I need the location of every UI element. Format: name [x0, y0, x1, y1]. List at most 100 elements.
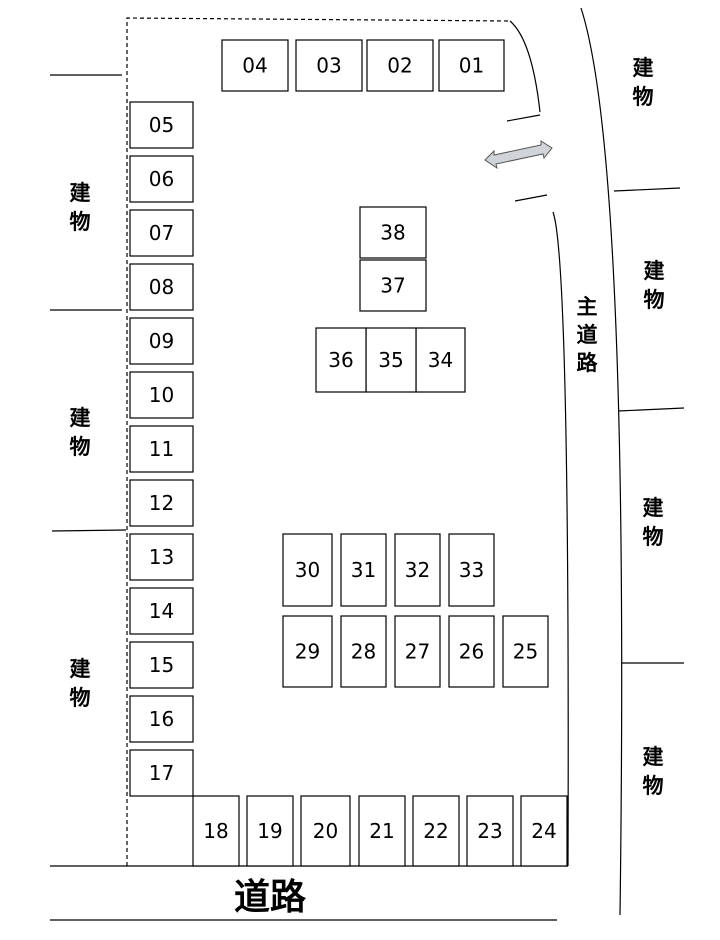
parking-space-box — [129, 479, 194, 527]
lot-boundary-right — [552, 211, 569, 867]
parking-space-35: 35 — [365, 327, 417, 393]
parking-space-17: 17 — [129, 749, 194, 797]
parking-space-07: 07 — [129, 209, 194, 257]
parking-space-box — [415, 327, 466, 393]
parking-space-number: 04 — [242, 54, 267, 78]
parking-space-box — [129, 749, 194, 797]
parking-space-box — [394, 615, 441, 688]
parking-space-09: 09 — [129, 317, 194, 365]
parking-space-box — [359, 259, 427, 312]
parking-space-28: 28 — [340, 615, 387, 688]
parking-space-box — [295, 39, 363, 92]
parking-space-box — [358, 795, 406, 867]
building-left-2: 建 物 — [70, 406, 91, 459]
parking-space-number: 35 — [378, 348, 403, 372]
building-char: 物 — [70, 435, 91, 459]
parking-space-18: 18 — [192, 795, 240, 867]
parking-space-number: 29 — [295, 640, 320, 664]
parking-space-number: 23 — [477, 819, 502, 843]
building-char: 物 — [643, 525, 664, 549]
building-char: 建 — [70, 406, 91, 430]
left-building-divider-3 — [51, 529, 127, 532]
parking-space-number: 21 — [369, 819, 394, 843]
main-road-char: 主 — [577, 295, 598, 319]
building-char: 建 — [70, 181, 91, 205]
parking-space-22: 22 — [412, 795, 460, 867]
parking-space-10: 10 — [129, 371, 194, 419]
parking-space-number: 03 — [316, 54, 341, 78]
parking-space-box — [412, 795, 460, 867]
parking-space-number: 11 — [149, 437, 174, 461]
parking-space-box — [129, 641, 194, 689]
main-road-char: 路 — [577, 351, 599, 375]
parking-space-box — [129, 425, 194, 473]
lot-boundary-curve — [509, 20, 541, 113]
parking-space-02: 02 — [366, 39, 434, 92]
parking-space-box — [502, 615, 549, 688]
parking-space-box — [129, 371, 194, 419]
parking-space-number: 15 — [149, 653, 174, 677]
parking-space-box — [129, 695, 194, 743]
lot-boundary-dashed — [126, 17, 511, 866]
parking-space-number: 10 — [149, 383, 174, 407]
parking-space-box — [340, 615, 387, 688]
parking-space-number: 31 — [351, 558, 376, 582]
parking-space-19: 19 — [246, 795, 294, 867]
parking-space-number: 09 — [149, 329, 174, 353]
entrance-mark-top — [506, 114, 541, 122]
parking-space-box — [366, 39, 434, 92]
parking-space-03: 03 — [295, 39, 363, 92]
building-char: 建 — [633, 56, 654, 80]
parking-space-number: 08 — [149, 275, 174, 299]
parking-space-number: 34 — [428, 348, 453, 372]
building-char: 建 — [643, 745, 664, 769]
parking-space-box — [300, 795, 351, 867]
parking-space-number: 28 — [351, 640, 376, 664]
parking-space-number: 06 — [149, 167, 174, 191]
parking-space-number: 13 — [149, 545, 174, 569]
main-road-label: 主 道 路 — [577, 295, 599, 375]
parking-space-box — [129, 587, 194, 635]
parking-space-number: 25 — [513, 640, 538, 664]
parking-space-box — [282, 615, 333, 688]
parking-space-number: 18 — [203, 819, 228, 843]
building-right-4: 建 物 — [643, 745, 664, 798]
parking-space-25: 25 — [502, 615, 549, 688]
parking-space-04: 04 — [221, 39, 289, 92]
parking-space-38: 38 — [359, 206, 427, 259]
right-building-divider-1 — [613, 187, 681, 192]
parking-space-number: 38 — [380, 221, 405, 245]
parking-space-number: 14 — [149, 599, 174, 623]
main-road-char: 道 — [577, 323, 598, 347]
parking-space-26: 26 — [448, 615, 495, 688]
parking-space-08: 08 — [129, 263, 194, 311]
building-left-1: 建 物 — [70, 181, 91, 234]
parking-space-box — [246, 795, 294, 867]
parking-space-box — [221, 39, 289, 92]
parking-space-33: 33 — [448, 533, 495, 607]
parking-space-24: 24 — [520, 795, 568, 867]
parking-space-number: 27 — [405, 640, 430, 664]
parking-space-box — [448, 615, 495, 688]
building-char: 物 — [70, 210, 91, 234]
parking-space-number: 24 — [531, 819, 556, 843]
parking-space-32: 32 — [394, 533, 441, 607]
entrance-mark-bottom — [514, 194, 548, 202]
parking-space-29: 29 — [282, 615, 333, 688]
building-right-3: 建 物 — [643, 496, 664, 549]
parking-space-23: 23 — [466, 795, 514, 867]
parking-space-30: 30 — [282, 533, 333, 607]
parking-space-box — [129, 209, 194, 257]
building-left-3: 建 物 — [70, 657, 91, 710]
parking-space-box — [129, 533, 194, 581]
parking-space-number: 22 — [423, 819, 448, 843]
parking-space-16: 16 — [129, 695, 194, 743]
parking-space-box — [520, 795, 568, 867]
parking-space-number: 36 — [328, 348, 353, 372]
parking-space-number: 26 — [459, 640, 484, 664]
parking-space-20: 20 — [300, 795, 351, 867]
road-label: 道路 — [234, 877, 307, 918]
parking-space-number: 19 — [257, 819, 282, 843]
